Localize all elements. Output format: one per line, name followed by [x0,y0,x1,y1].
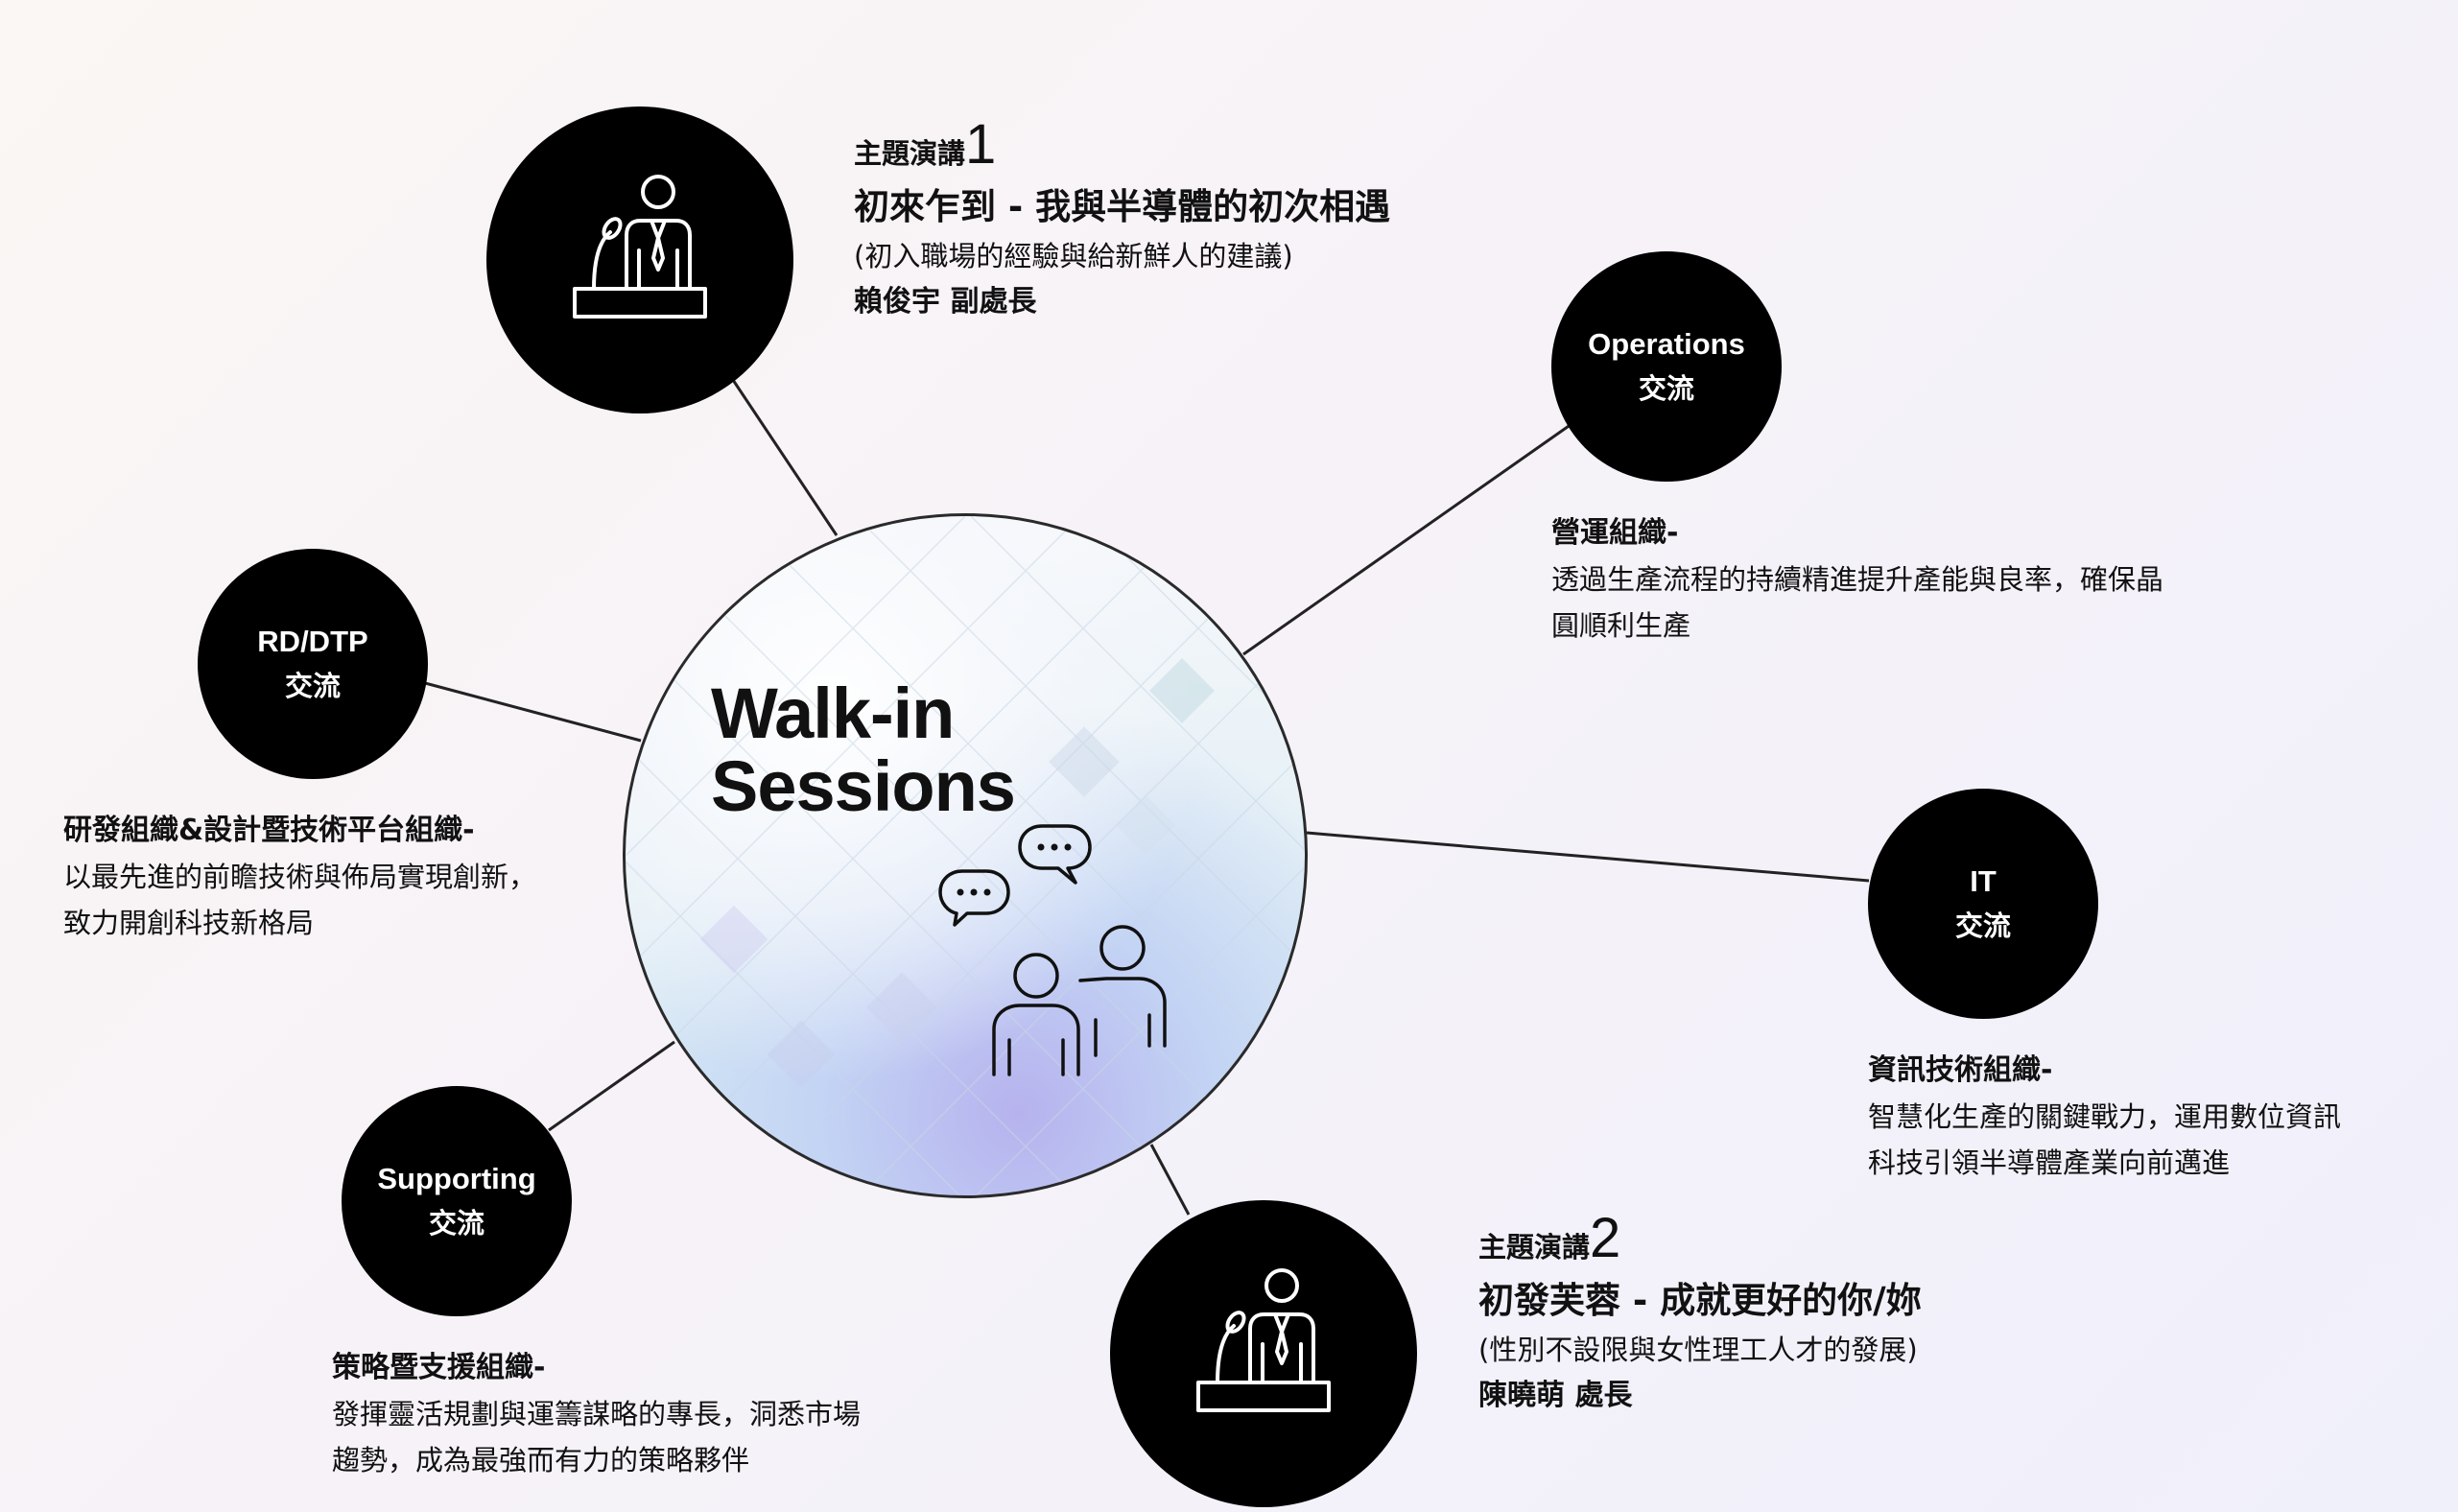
keynote2-node [1110,1200,1417,1507]
it-node: IT 交流 [1868,789,2098,1019]
operations-desc-line: 透過生產流程的持續精進提升產能與良率，確保晶 [1551,563,2164,596]
center-title: Walk-in Sessions [711,673,1016,826]
supporting-node: Supporting 交流 [342,1086,572,1316]
connector-supporting [548,1040,675,1132]
supporting-node-label: Supporting [377,1162,536,1195]
operations-desc: 營運組織- 透過生產流程的持續精進提升產能與良率，確保晶 圓順利生產 [1551,510,2163,649]
supporting-desc-line: 發揮靈活規劃與運籌謀略的專長，洞悉市場 [332,1398,862,1430]
it-desc-head: 資訊技術組織- [1868,1053,2053,1087]
keynote1-node [486,106,793,413]
supporting-node-sublabel: 交流 [428,1207,485,1240]
center-circle: Walk-in Sessions [623,513,1308,1198]
supporting-desc-line: 趨勢，成為最強而有力的策略夥伴 [332,1444,750,1477]
supporting-desc: 策略暨支援組織- 發揮靈活規劃與運籌謀略的專長，洞悉市場 趨勢，成為最強而有力的… [332,1345,861,1483]
speaker-podium-icon [573,175,707,319]
speaker-podium-icon [1196,1268,1331,1412]
operations-desc-head: 營運組織- [1551,516,1679,550]
keynote1-label: 主題演講1 [854,117,1390,181]
it-node-label: IT [1970,864,1997,898]
keynote2-number: 2 [1590,1207,1621,1269]
connector-keynote2 [1149,1144,1191,1216]
keynote2-speaker: 陳曉萌 處長 [1478,1379,1633,1412]
rd-desc-line: 致力開創科技新格局 [63,907,315,939]
people-chat-icon [938,824,1167,1076]
keynote2-title: 初發芙蓉 - 成就更好的你/妳 [1478,1280,1922,1321]
rd-desc-head: 研發組織&設計暨技術平台組織- [63,814,475,847]
connector-rd [424,681,642,743]
keynote2-subtitle: (性別不設限與女性理工人才的發展) [1478,1334,1918,1366]
keynote1-speaker: 賴俊宇 副處長 [854,285,1037,319]
connector-it [1306,831,1870,883]
keynote2-text: 主題演講2 初發芙蓉 - 成就更好的你/妳 (性別不設限與女性理工人才的發展) … [1478,1211,1922,1419]
rd-desc-line: 以最先進的前瞻技術與佈局實現創新， [63,861,537,893]
operations-node: Operations 交流 [1551,251,1782,482]
keynote1-text: 主題演講1 初來乍到 - 我與半導體的初次相遇 (初入職場的經驗與給新鮮人的建議… [854,117,1390,325]
keynote1-label-text: 主題演講 [854,137,966,170]
supporting-desc-head: 策略暨支援組織- [332,1351,546,1384]
operations-desc-line: 圓順利生產 [1551,609,1691,642]
diamond-pattern [626,516,1305,1195]
keynote1-number: 1 [965,113,997,176]
connector-operations [1242,422,1572,656]
operations-node-label: Operations [1588,327,1745,361]
keynote1-subtitle: (初入職場的經驗與給新鮮人的建議) [854,240,1293,272]
rd-node-label: RD/DTP [257,625,368,658]
it-desc-line: 科技引領半導體產業向前邁進 [1868,1146,2231,1179]
it-desc-line: 智慧化生產的關鍵戰力，運用數位資訊 [1868,1100,2342,1133]
it-node-sublabel: 交流 [1954,910,2011,942]
keynote2-label: 主題演講2 [1478,1211,1922,1275]
rd-desc: 研發組織&設計暨技術平台組織- 以最先進的前瞻技術與佈局實現創新， 致力開創科技… [63,808,536,946]
center-title-line1: Walk-in [711,673,955,753]
keynote1-title: 初來乍到 - 我與半導體的初次相遇 [854,186,1391,227]
rd-node: RD/DTP 交流 [198,549,428,779]
center-title-line2: Sessions [711,746,1016,826]
connector-keynote1 [727,373,839,536]
keynote2-label-text: 主題演講 [1478,1231,1591,1264]
it-desc: 資訊技術組織- 智慧化生產的關鍵戰力，運用數位資訊 科技引領半導體產業向前邁進 [1868,1048,2341,1186]
operations-node-sublabel: 交流 [1638,372,1694,405]
rd-node-sublabel: 交流 [284,670,341,702]
